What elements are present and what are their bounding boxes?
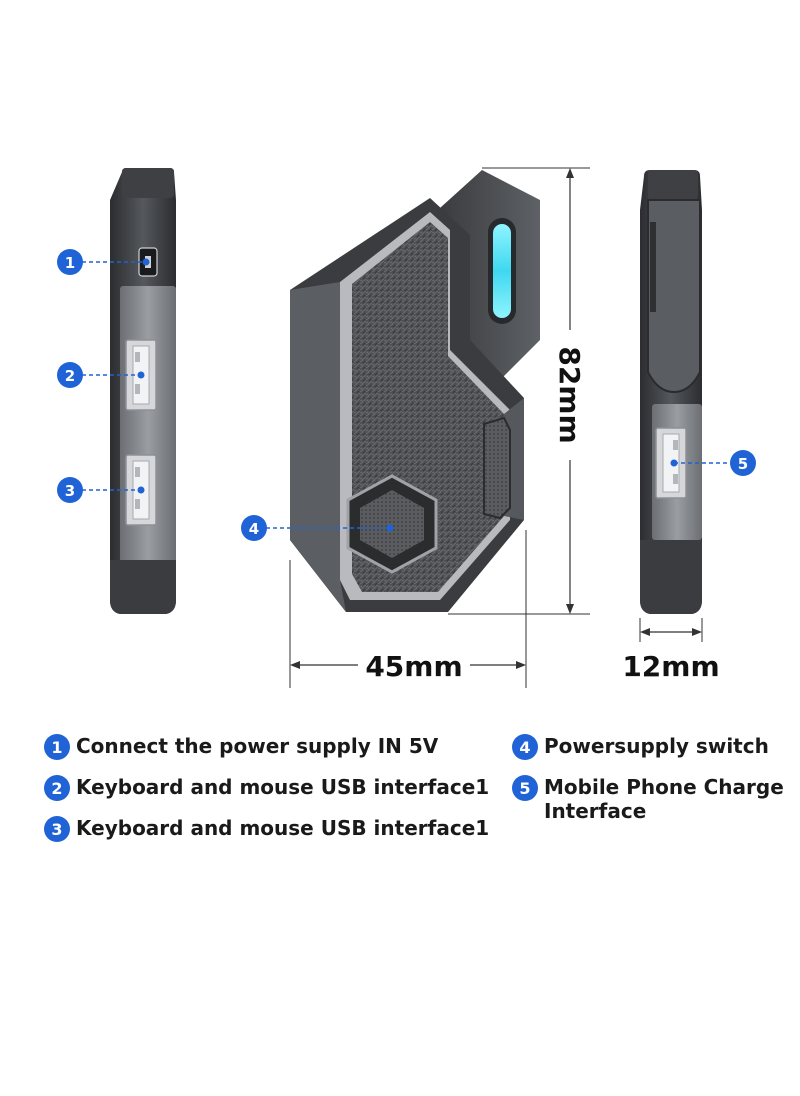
legend-badge-4: 4: [512, 734, 538, 760]
legend-badge-3: 3: [44, 816, 70, 842]
legend-badge-2: 2: [44, 775, 70, 801]
legend-item-5: 5 Mobile Phone Charge Interface: [512, 775, 792, 823]
width-label: 45mm: [365, 650, 462, 683]
right-side-top-cap: [648, 170, 698, 200]
legend-item-1: 1 Connect the power supply IN 5V: [44, 734, 438, 760]
usb-port-2-contact: [135, 499, 140, 509]
width-dimension: 45mm: [289, 530, 527, 688]
callout-2-label: 2: [65, 367, 75, 385]
legend-item-4: 4 Powersupply switch: [512, 734, 769, 760]
height-label: 82mm: [553, 346, 586, 443]
right-side-clip-groove: [650, 222, 656, 312]
legend-text-5: Mobile Phone Charge Interface: [544, 775, 784, 823]
legend-text-3: Keyboard and mouse USB interface1: [76, 816, 490, 840]
callout-5: 5: [670, 450, 756, 476]
callout-4: 4: [241, 515, 394, 541]
usb-port-charge-contact: [673, 474, 678, 484]
right-side-bottom-cap: [640, 540, 702, 614]
legend-text-2: Keyboard and mouse USB interface1: [76, 775, 490, 799]
side-vent: [483, 416, 511, 520]
legend-badge-1: 1: [44, 734, 70, 760]
legend-text-1: Connect the power supply IN 5V: [76, 734, 439, 758]
legend-item-3: 3 Keyboard and mouse USB interface1: [44, 816, 489, 842]
legend-badge-5: 5: [512, 775, 538, 801]
legend-text-4: Powersupply switch: [544, 734, 769, 758]
callout-5-label: 5: [738, 455, 748, 473]
right-side-clip: [647, 199, 701, 394]
led-light: [493, 224, 511, 318]
callout-3: 3: [57, 477, 145, 503]
callout-2: 2: [57, 362, 145, 388]
right-side-view: [640, 170, 702, 614]
depth-label: 12mm: [622, 650, 719, 683]
left-side-top-cap: [122, 168, 174, 198]
usb-port-1-contact: [135, 384, 140, 394]
legend-item-2: 2 Keyboard and mouse USB interface1: [44, 775, 489, 801]
callout-1-label: 1: [65, 254, 75, 272]
callout-4-label: 4: [249, 520, 259, 538]
usb-port-2-contact: [135, 467, 140, 477]
height-dimension: 82mm: [448, 167, 590, 615]
depth-dimension: 12mm: [622, 618, 720, 683]
front-left-bevel: [290, 282, 346, 612]
left-side-bottom-cap: [110, 560, 176, 614]
power-switch-mesh: [360, 490, 424, 558]
callout-1: 1: [57, 249, 150, 275]
callout-3-label: 3: [65, 482, 75, 500]
left-side-view: [110, 168, 176, 614]
front-view: [290, 170, 540, 612]
usb-port-charge-contact: [673, 440, 678, 450]
usb-port-1-contact: [135, 352, 140, 362]
